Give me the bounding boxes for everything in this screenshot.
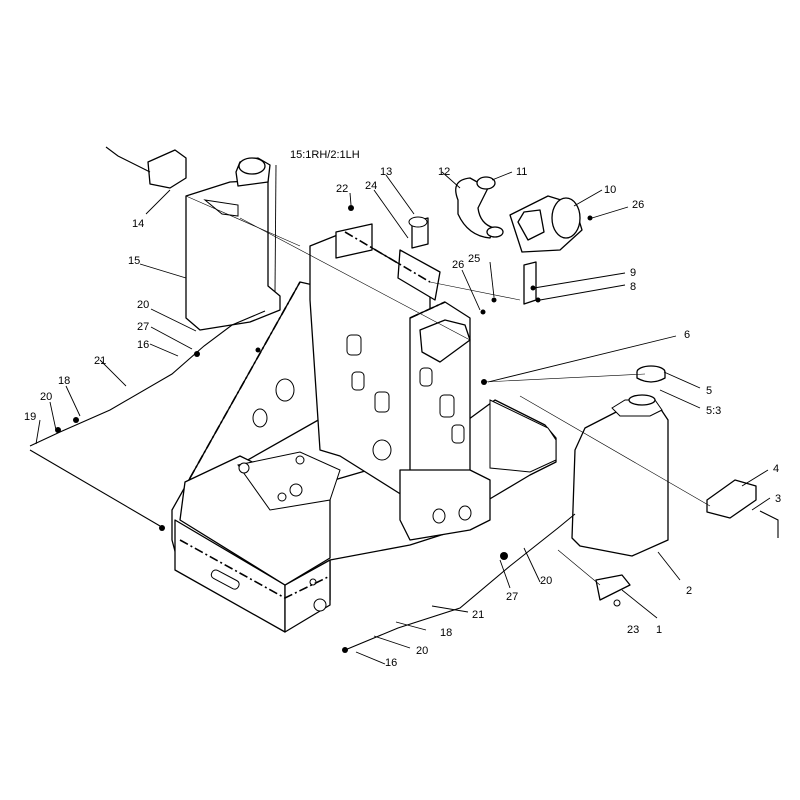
callout-14: 14	[132, 218, 144, 230]
alignment-lines	[185, 195, 711, 586]
callout-10: 10	[604, 184, 616, 196]
callout-3: 3	[775, 493, 781, 505]
callout-5: 5	[706, 385, 712, 397]
callout-4: 4	[773, 463, 779, 475]
callout-5-3: 5:3	[706, 405, 721, 417]
callout-21-left: 21	[94, 355, 106, 367]
callout-15: 15	[128, 255, 140, 267]
callout-labels: 1 2 3 4 5 5:3 6 8 9 10 11 12 13 14 15 15…	[24, 149, 781, 669]
tank-brackets	[595, 479, 757, 607]
callout-25: 25	[468, 253, 480, 265]
cable-right	[344, 510, 779, 651]
callout-24: 24	[365, 180, 377, 192]
callout-26-upper: 26	[632, 199, 644, 211]
callout-16-left: 16	[137, 339, 149, 351]
callout-11: 11	[516, 166, 527, 178]
hardware-fasteners	[55, 205, 593, 653]
main-frame	[171, 223, 557, 633]
bracket-14	[147, 149, 187, 189]
callout-20-right-lower: 20	[416, 645, 428, 657]
callout-6: 6	[684, 329, 690, 341]
holder-13	[408, 216, 429, 249]
callout-20-right-upper: 20	[540, 575, 552, 587]
callout-21-right: 21	[472, 609, 484, 621]
callout-20-left-upper: 20	[137, 299, 149, 311]
callout-16-right: 16	[385, 657, 397, 669]
callout-15-rh-lh: 15:1RH/2:1LH	[290, 149, 360, 161]
callout-12: 12	[438, 166, 450, 178]
callout-22: 22	[336, 183, 348, 195]
callout-13: 13	[380, 166, 392, 178]
fuel-tank-right	[571, 394, 669, 557]
callout-8: 8	[630, 281, 636, 293]
leader-lines	[35, 164, 771, 665]
air-cleaner-assembly	[455, 176, 583, 305]
fuel-tank-left	[185, 157, 281, 331]
callout-1: 1	[656, 624, 662, 636]
callout-26-lower: 26	[452, 259, 464, 271]
callout-2: 2	[686, 585, 692, 597]
callout-27-right: 27	[506, 591, 518, 603]
callout-18-left: 18	[58, 375, 70, 387]
callout-27-left: 27	[137, 321, 149, 333]
callout-19: 19	[24, 411, 36, 423]
callout-23: 23	[627, 624, 639, 636]
callout-9: 9	[630, 267, 636, 279]
callout-20-left-lower: 20	[40, 391, 52, 403]
callout-18-right: 18	[440, 627, 452, 639]
